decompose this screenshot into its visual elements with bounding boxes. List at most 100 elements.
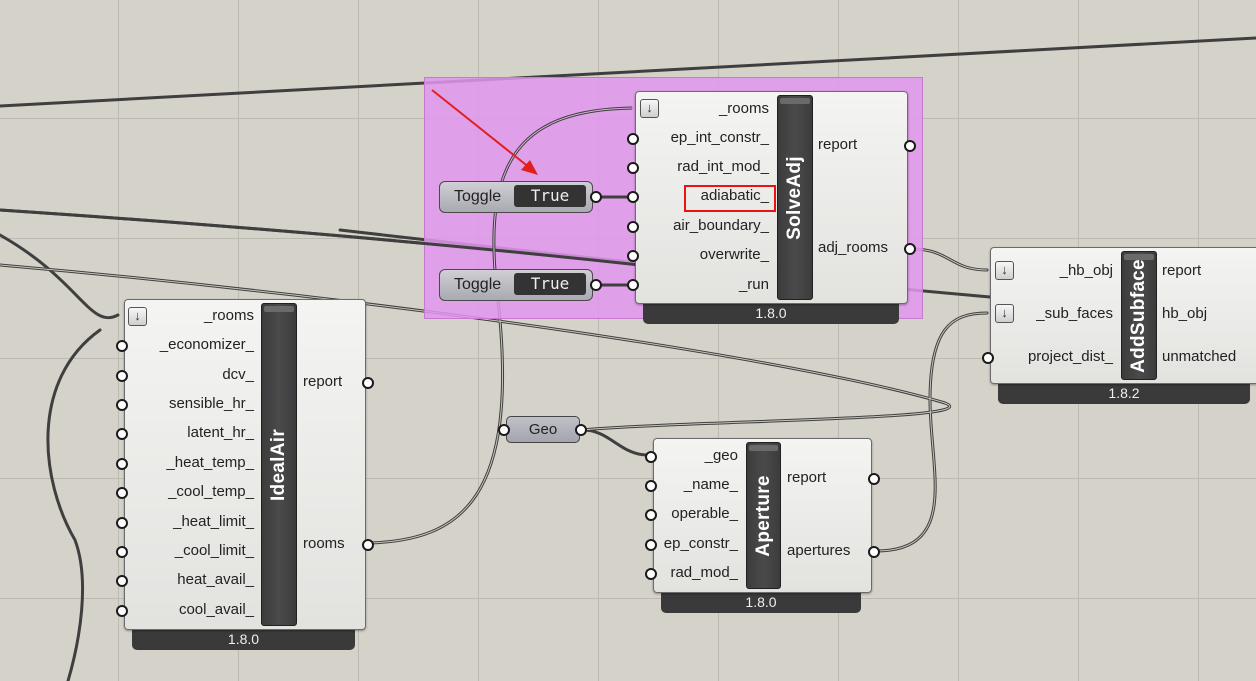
idealair-component[interactable] (124, 299, 366, 630)
solveadj-port-in-1[interactable] (627, 133, 639, 145)
idealair-port-in-7[interactable] (116, 517, 128, 529)
wire-left-down (46, 328, 102, 681)
idealair-title-bar[interactable]: IdealAir (261, 303, 297, 626)
idealair-port-in-1[interactable] (116, 340, 128, 352)
aperture-port-in-5[interactable] (645, 568, 657, 580)
arrow-down-icon[interactable]: ↓ (995, 261, 1014, 280)
toggle-2-output-port[interactable] (590, 279, 602, 291)
idealair-title: IdealAir (268, 428, 289, 501)
toggle-2-value[interactable]: True (514, 273, 586, 295)
aperture-version: 1.8.0 (661, 591, 861, 613)
aperture-port-in-3[interactable] (645, 509, 657, 521)
solveadj-input-air-boundary: air_boundary_ (673, 217, 769, 234)
toggle-2-label: Toggle (454, 276, 502, 293)
arrow-down-icon[interactable]: ↓ (128, 307, 147, 326)
idealair-input-cool-temp: _cool_temp_ (168, 483, 254, 500)
addsubface-title: AddSubface (1128, 258, 1149, 373)
idealair-port-in-4[interactable] (116, 428, 128, 440)
geo-output-port[interactable] (575, 424, 587, 436)
wire-left-arc (0, 233, 120, 320)
addsubface-output-unmatched: unmatched (1162, 348, 1237, 365)
idealair-port-in-10[interactable] (116, 605, 128, 617)
aperture-port-out-report[interactable] (868, 473, 880, 485)
solveadj-input-rad-int-mod: rad_int_mod_ (677, 158, 769, 175)
idealair-input-rooms: _rooms (203, 307, 254, 324)
idealair-input-cool-avail: cool_avail_ (178, 601, 254, 618)
solveadj-port-in-6[interactable] (627, 279, 639, 291)
solveadj-input-ep-int-constr: ep_int_constr_ (670, 129, 769, 146)
adiabatic-highlight (684, 185, 776, 212)
solveadj-port-out-adj-rooms[interactable] (904, 243, 916, 255)
idealair-input-heat-limit: _heat_limit_ (173, 513, 254, 530)
idealair-input-latent-hr: latent_hr_ (187, 424, 254, 441)
toggle-1-label: Toggle (454, 188, 502, 205)
solveadj-port-in-2[interactable] (627, 162, 639, 174)
addsubface-input-sub-faces: _sub_faces (1036, 305, 1113, 322)
idealair-input-heat-avail: heat_avail_ (177, 571, 254, 588)
idealair-input-cool-limit: _cool_limit_ (174, 542, 254, 559)
addsubface-title-bar[interactable]: AddSubface (1121, 251, 1157, 380)
toggle-1[interactable]: Toggle True (439, 181, 593, 213)
arrow-down-icon[interactable]: ↓ (995, 304, 1014, 323)
aperture-port-in-2[interactable] (645, 480, 657, 492)
solveadj-output-adj-rooms: adj_rooms (818, 239, 889, 256)
aperture-output-apertures: apertures (787, 542, 851, 559)
toggle-2[interactable]: Toggle True (439, 269, 593, 301)
idealair-output-report: report (303, 373, 343, 390)
solveadj-output-report: report (818, 136, 858, 153)
arrow-down-icon[interactable]: ↓ (640, 99, 659, 118)
addsubface-version: 1.8.2 (998, 382, 1250, 404)
toggle-1-value[interactable]: True (514, 185, 586, 207)
idealair-version: 1.8.0 (132, 628, 355, 650)
toggle-1-output-port[interactable] (590, 191, 602, 203)
solveadj-port-in-3[interactable] (627, 191, 639, 203)
addsubface-output-report: report (1162, 262, 1202, 279)
idealair-port-in-6[interactable] (116, 487, 128, 499)
idealair-port-in-2[interactable] (116, 370, 128, 382)
aperture-input-operable: operable_ (671, 505, 738, 522)
idealair-input-economizer: _economizer_ (159, 336, 254, 353)
idealair-port-out-report[interactable] (362, 377, 374, 389)
solveadj-input-overwrite: overwrite_ (699, 246, 769, 263)
aperture-port-in-4[interactable] (645, 539, 657, 551)
wire-geo-to-aperture (581, 428, 650, 457)
solveadj-component[interactable] (635, 91, 908, 304)
idealair-port-in-9[interactable] (116, 575, 128, 587)
geo-parameter[interactable]: Geo (506, 416, 580, 443)
solveadj-input-adiabatic: adiabatic_ (700, 187, 769, 204)
aperture-output-report: report (787, 469, 827, 486)
wire-long-top (0, 36, 1256, 108)
solveadj-title-bar[interactable]: SolveAdj (777, 95, 813, 300)
aperture-input-name: _name_ (683, 476, 738, 493)
addsubface-input-hb-obj: _hb_obj (1059, 262, 1113, 279)
solveadj-port-in-5[interactable] (627, 250, 639, 262)
solveadj-port-in-4[interactable] (627, 221, 639, 233)
aperture-title-bar[interactable]: Aperture (746, 442, 781, 589)
solveadj-input-rooms: _rooms (718, 100, 769, 117)
idealair-input-heat-temp: _heat_temp_ (166, 454, 254, 471)
idealair-port-in-8[interactable] (116, 546, 128, 558)
idealair-input-sensible-hr: sensible_hr_ (168, 395, 254, 412)
aperture-input-ep-constr: ep_constr_ (663, 535, 738, 552)
addsubface-port-in-3[interactable] (982, 352, 994, 364)
aperture-port-out-apertures[interactable] (868, 546, 880, 558)
aperture-input-geo: _geo (704, 447, 738, 464)
idealair-output-rooms: rooms (303, 535, 345, 552)
solveadj-port-out-report[interactable] (904, 140, 916, 152)
aperture-title: Aperture (752, 474, 774, 557)
addsubface-input-project-dist: project_dist_ (1027, 348, 1113, 365)
solveadj-version: 1.8.0 (643, 302, 899, 324)
addsubface-output-hb-obj: hb_obj (1162, 305, 1208, 322)
geo-label: Geo (528, 421, 558, 438)
idealair-port-in-5[interactable] (116, 458, 128, 470)
geo-input-port[interactable] (498, 424, 510, 436)
idealair-port-out-rooms[interactable] (362, 539, 374, 551)
aperture-port-in-1[interactable] (645, 451, 657, 463)
aperture-input-rad-mod: rad_mod_ (670, 564, 738, 581)
idealair-input-dcv: dcv_ (222, 366, 254, 383)
solveadj-input-run: _run (738, 276, 769, 293)
idealair-port-in-3[interactable] (116, 399, 128, 411)
